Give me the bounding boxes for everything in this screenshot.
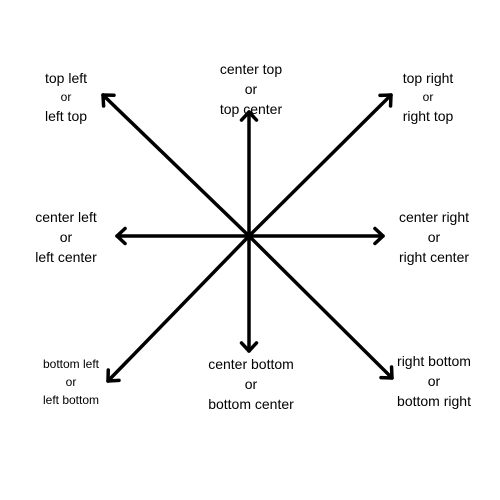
arrow-center-top [239, 110, 259, 238]
arrow-right-bottom [247, 234, 394, 380]
label-bottom-left-line2: or [65, 375, 77, 389]
arrow-center-right [247, 226, 385, 246]
arrow-top-right [247, 93, 393, 238]
label-bottom-left-line3: left bottom [42, 393, 100, 407]
label-center-right-line1: center right [398, 209, 470, 225]
arrow-bottom-left [106, 234, 251, 383]
arrow-center-bottom [239, 234, 259, 353]
label-center-right: center right or right center [399, 210, 469, 264]
label-right-bottom-line1: right bottom [397, 353, 471, 369]
label-right-bottom-line2: or [427, 373, 441, 389]
label-center-right-line3: right center [398, 249, 470, 265]
label-top-left: top left or left top [45, 71, 87, 123]
label-bottom-left-line1: bottom left [42, 357, 100, 371]
label-top-right-line1: top right [402, 70, 454, 86]
label-center-bottom: center bottom or bottom center [208, 357, 294, 411]
label-center-top-line2: or [244, 81, 258, 97]
label-top-left-line2: or [60, 90, 72, 104]
label-bottom-left: bottom left or left bottom [43, 358, 99, 406]
label-right-bottom: right bottom or bottom right [397, 354, 471, 408]
label-center-top-line3: top center [219, 101, 283, 117]
label-center-right-line2: or [427, 229, 441, 245]
label-center-top-line1: center top [219, 61, 283, 77]
label-center-left-line2: or [59, 229, 73, 245]
arrow-top-left [101, 93, 251, 238]
label-center-left-line1: center left [35, 209, 97, 225]
label-center-bottom-line1: center bottom [208, 356, 294, 372]
label-center-top: center top or top center [220, 62, 282, 116]
arrow-center-left [115, 226, 251, 246]
label-center-left: center left or left center [35, 210, 96, 264]
label-center-bottom-line2: or [244, 376, 258, 392]
label-top-right-line3: right top [402, 108, 454, 124]
label-top-right-line2: or [422, 90, 434, 104]
label-top-left-line3: left top [44, 108, 88, 124]
label-top-right: top right or right top [403, 71, 454, 123]
label-center-left-line3: left center [35, 249, 97, 265]
label-center-bottom-line3: bottom center [208, 396, 294, 412]
label-right-bottom-line3: bottom right [397, 393, 471, 409]
label-top-left-line1: top left [44, 70, 88, 86]
